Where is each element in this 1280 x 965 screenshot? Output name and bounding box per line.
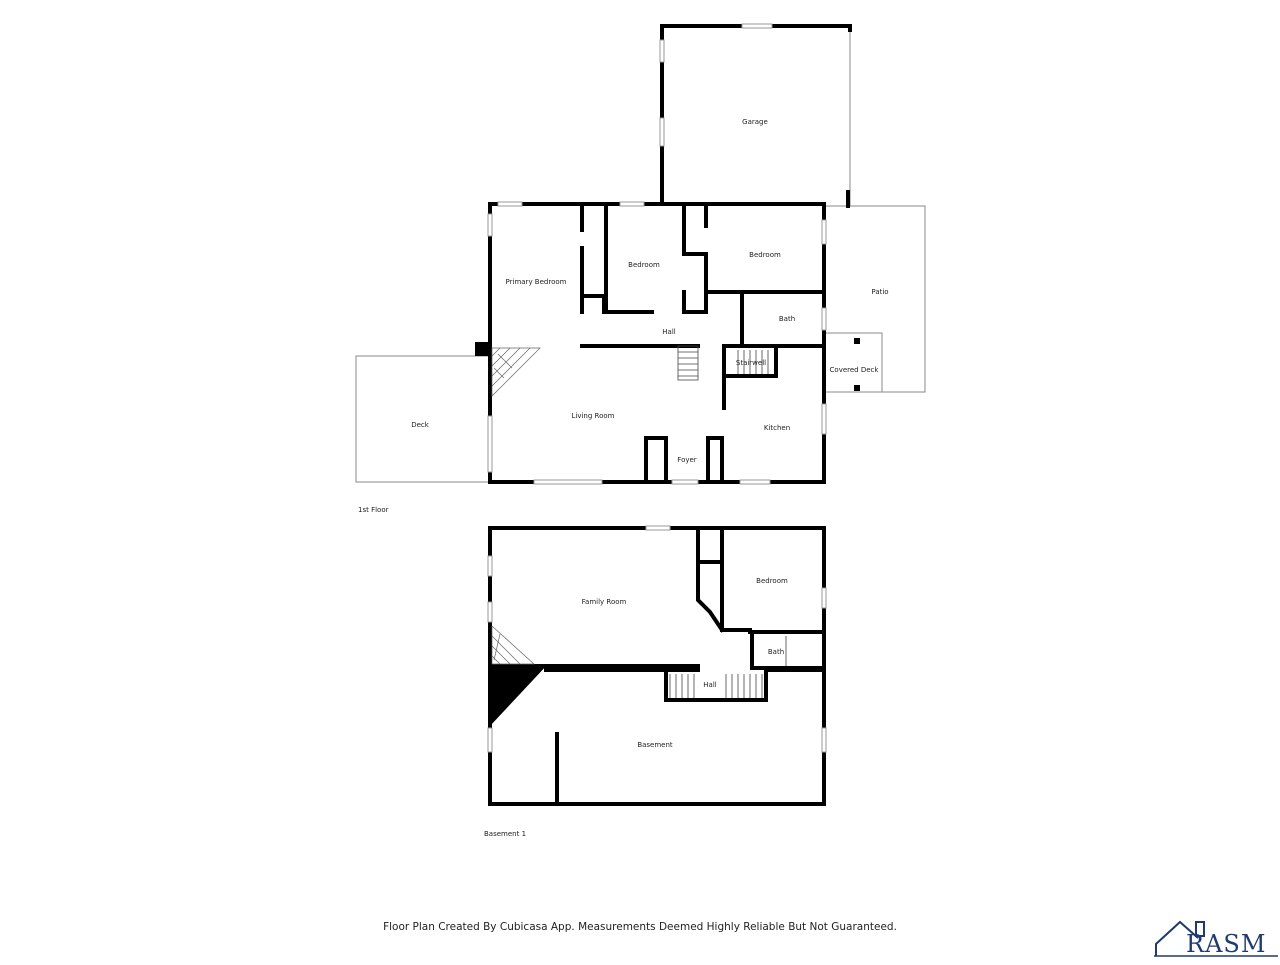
room-label-stairwell: Stairwell — [736, 359, 766, 367]
room-label-hall: Hall — [703, 681, 716, 689]
room-label-kitchen: Kitchen — [764, 424, 790, 432]
support-beam — [544, 664, 700, 672]
room-label-garage: Garage — [742, 118, 768, 126]
furnace-block — [490, 664, 548, 726]
room-label-patio: Patio — [871, 288, 888, 296]
stairs-up — [677, 345, 769, 381]
first-floor-windows — [487, 23, 827, 485]
deck-post — [854, 385, 860, 391]
basement-plan: Family Room Bedroom Bath Hall Basement B… — [484, 525, 827, 838]
basement-stairs — [669, 636, 787, 698]
outdoor-areas — [355, 30, 926, 483]
disclaimer-footer: Floor Plan Created By Cubicasa App. Meas… — [383, 921, 897, 933]
room-label-bath: Bath — [779, 315, 795, 323]
basement-fireplace-hearth — [491, 625, 535, 665]
room-label-covered-deck: Covered Deck — [830, 366, 880, 374]
basement-windows — [487, 525, 827, 753]
fireplace-hearth — [491, 347, 541, 397]
room-label-bath: Bath — [768, 648, 784, 656]
room-label-bedroom: Bedroom — [749, 251, 781, 259]
first-floor-walls — [488, 24, 852, 484]
room-label-bedroom: Bedroom — [756, 577, 788, 585]
deck-outline — [355, 355, 488, 483]
house-roof-icon — [1154, 920, 1278, 957]
deck-post — [854, 338, 860, 344]
floor-label-1st-floor: 1st Floor — [358, 506, 389, 514]
rasm-logo: RASM — [1152, 908, 1280, 960]
room-label-primary-bedroom: Primary Bedroom — [506, 278, 567, 286]
room-label-bedroom: Bedroom — [628, 261, 660, 269]
first-floor-plan: Garage Primary Bedroom Bedroom Bedroom P… — [355, 23, 926, 514]
room-label-foyer: Foyer — [677, 456, 697, 464]
logo-text: RASM — [1186, 930, 1267, 958]
floor-label-basement-1: Basement 1 — [484, 830, 526, 838]
patio-outline — [826, 205, 926, 393]
room-label-basement: Basement — [637, 741, 673, 749]
room-label-family-room: Family Room — [582, 598, 627, 606]
room-label-living-room: Living Room — [572, 412, 615, 420]
chimney — [475, 342, 491, 356]
covered-deck-outline — [826, 332, 883, 392]
room-label-deck: Deck — [411, 421, 430, 429]
room-label-hall: Hall — [662, 328, 675, 336]
